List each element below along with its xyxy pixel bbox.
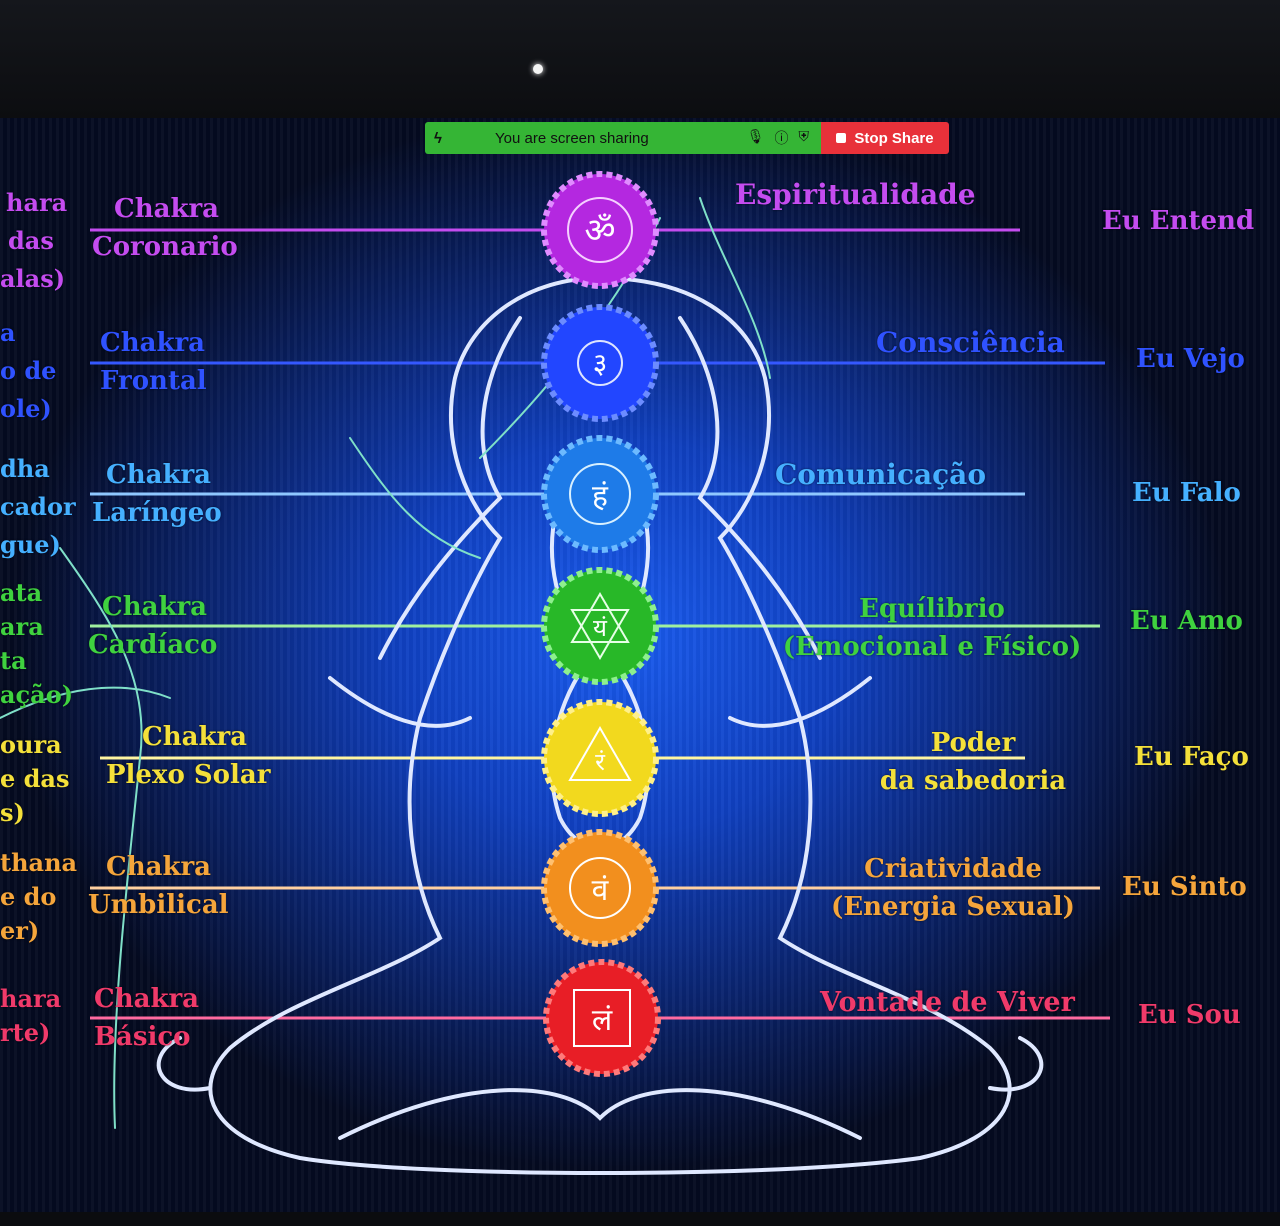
sacral-chakra-icon: वं xyxy=(538,826,662,950)
quality-crown: Espiritualidade xyxy=(735,178,976,211)
chakra-name-heart: Chakra Cardíaco xyxy=(88,592,218,660)
camera-light xyxy=(533,64,543,74)
hair-right xyxy=(678,316,822,660)
quality-root: Vontade de Viver xyxy=(820,987,1075,1018)
screen-share-status: ϟ You are screen sharing 🎙 ⓘ ⛨ xyxy=(425,122,821,154)
lightning-icon: ϟ xyxy=(434,129,442,147)
svg-text:यं: यं xyxy=(593,614,608,642)
svg-text:रं: रं xyxy=(595,748,606,776)
svg-text:ॐ: ॐ xyxy=(584,211,615,251)
svg-text:हं: हं xyxy=(592,479,609,514)
affirmation-sacral: Eu Sinto xyxy=(1122,872,1247,902)
affirmation-solar: Eu Faço xyxy=(1134,742,1249,772)
third-eye-chakra-icon: ३ xyxy=(538,301,662,425)
left-partial-text-root: hara rte) xyxy=(0,984,62,1047)
root-chakra-icon: लं xyxy=(540,956,664,1080)
chakra-name-sacral: Chakra Umbilical xyxy=(88,852,229,920)
throat-chakra-icon: हं xyxy=(538,432,662,556)
body-outline xyxy=(208,275,1012,1175)
left-partial-text-heart: ata ara ta ação) xyxy=(0,578,74,709)
laptop-bezel-bottom xyxy=(0,1212,1280,1226)
crown-chakra-icon: ॐ xyxy=(538,168,662,292)
affirmation-throat: Eu Falo xyxy=(1132,478,1241,508)
chakra-name-third-eye: Chakra Frontal xyxy=(100,328,207,396)
affirmation-crown: Eu Entend xyxy=(1102,206,1255,236)
screen-share-message: You are screen sharing xyxy=(495,129,649,147)
affirmation-third-eye: Eu Vejo xyxy=(1136,344,1245,374)
right-hand xyxy=(988,1036,1044,1092)
stop-icon xyxy=(836,133,847,143)
left-partial-text-third-eye: a o de ole) xyxy=(0,318,57,423)
chakra-name-throat: Chakra Laríngeo xyxy=(92,460,222,528)
quality-heart: Equílibrio (Emocional e Físico) xyxy=(782,594,1082,662)
stop-share-button[interactable]: Stop Share xyxy=(821,122,949,154)
left-partial-text-solar: oura e das s) xyxy=(0,730,70,827)
affirmation-root: Eu Sou xyxy=(1138,1000,1241,1030)
svg-text:लं: लं xyxy=(592,1003,613,1038)
chakra-name-crown: Chakra Coronario xyxy=(92,194,238,262)
left-arm xyxy=(328,676,472,728)
laptop-bezel xyxy=(0,0,1280,118)
svg-text:वं: वं xyxy=(592,873,610,908)
crossed-legs xyxy=(338,1088,862,1140)
microphone-icon[interactable]: 🎙 xyxy=(746,128,765,144)
left-partial-text-throat: dha cador gue) xyxy=(0,454,76,559)
quality-sacral: Criatividade (Energia Sexual) xyxy=(831,854,1075,922)
solar-plexus-chakra-icon: रं xyxy=(538,696,662,820)
hair-left xyxy=(378,316,522,660)
quality-solar: Poder da sabedoria xyxy=(879,728,1067,796)
chakra-name-root: Chakra Básico xyxy=(94,984,200,1052)
left-partial-text-crown: hara das alas) xyxy=(0,188,68,293)
chakra-name-solar: Chakra Plexo Solar xyxy=(106,722,271,790)
left-partial-text-sacral: thana e do er) xyxy=(0,848,78,945)
quality-throat: Comunicação xyxy=(775,458,986,491)
quality-third-eye: Consciência xyxy=(876,326,1065,359)
right-arm xyxy=(728,676,872,728)
heart-chakra-icon: यं xyxy=(538,564,662,688)
left-hand xyxy=(156,1036,212,1092)
info-icon[interactable]: ⓘ xyxy=(774,130,789,146)
screen-share-bar: ϟ You are screen sharing 🎙 ⓘ ⛨ Stop Shar… xyxy=(425,122,949,154)
shared-screen: ϟ You are screen sharing 🎙 ⓘ ⛨ Stop Shar… xyxy=(0,118,1280,1212)
shield-icon[interactable]: ⛨ xyxy=(798,128,810,144)
annotation-scribble-left xyxy=(0,547,171,1129)
affirmation-heart: Eu Amo xyxy=(1130,606,1243,636)
svg-text:३: ३ xyxy=(593,347,608,380)
stop-share-label: Stop Share xyxy=(854,129,934,147)
